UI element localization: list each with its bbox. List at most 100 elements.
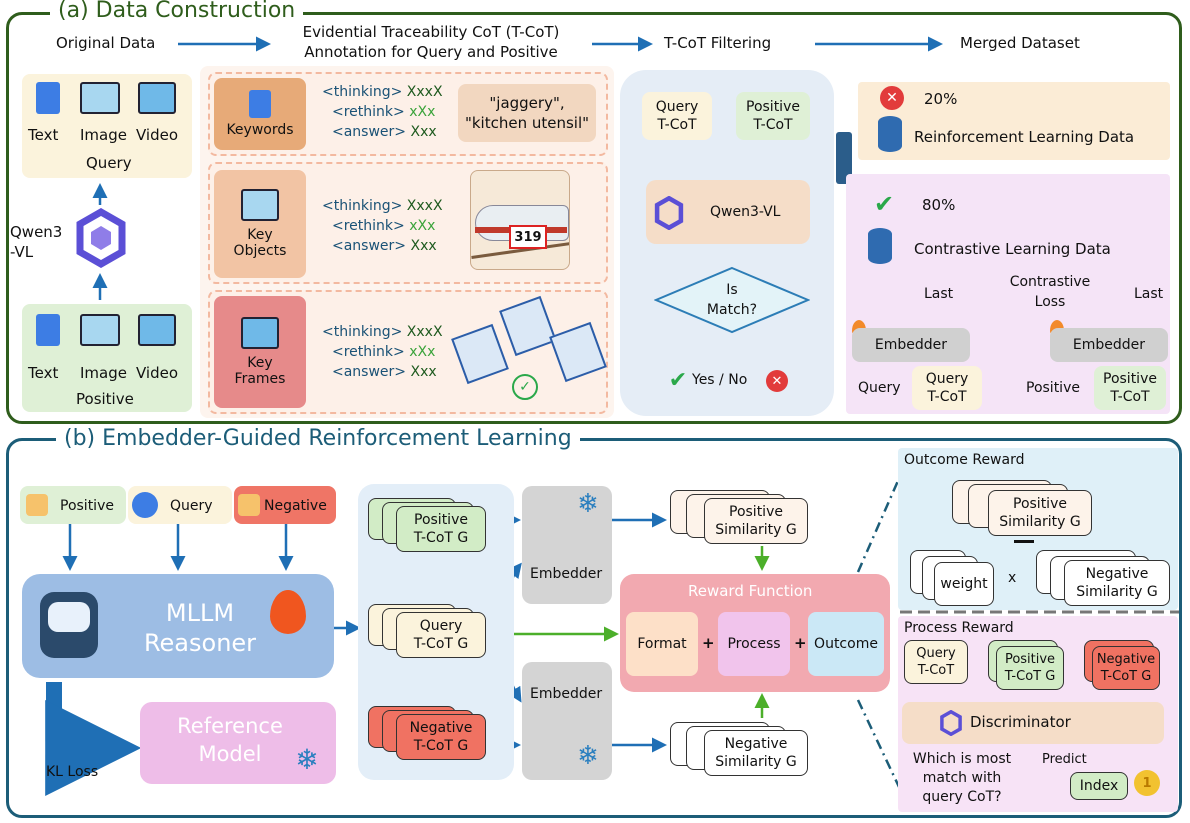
cl-query-line2: T-CoT <box>927 389 967 405</box>
cl-positive-line1: Positive <box>1103 371 1157 387</box>
keywords-example-box: "jaggery", "kitchen utensil" <box>458 84 596 142</box>
value-rethink: xXx <box>409 104 436 120</box>
keywords-doc-icon <box>249 90 271 118</box>
decision-text: Is Match? <box>680 280 784 320</box>
tag-rethink: <rethink> <box>332 218 405 234</box>
outcome-title: Outcome Reward <box>904 452 1025 468</box>
green-check-icon: ✔ <box>668 367 688 393</box>
reward-title: Reward Function <box>688 582 813 600</box>
reference-model <box>140 702 336 784</box>
reward-process: Process <box>718 612 790 676</box>
value-thinking: XxxX <box>406 324 443 340</box>
positive-text-label: Text <box>28 364 59 382</box>
key-frames-label-line1: Key <box>247 355 273 371</box>
query-box-label: Query <box>86 154 132 172</box>
input-query-label: Query <box>170 498 213 514</box>
value-thinking: XxxX <box>406 84 443 100</box>
qwen-label-line1: Qwen3 <box>10 223 63 241</box>
tag-answer: <answer> <box>332 364 407 380</box>
process-query-line1: Query <box>916 646 956 661</box>
tag-thinking: <thinking> <box>322 324 403 340</box>
stage-annotation-line2: Annotation for Query and Positive <box>304 43 558 61</box>
filter-result: Yes / No <box>692 372 748 388</box>
video-clapper-icon <box>138 82 176 114</box>
neg-sim-line2: Similarity G <box>715 754 797 770</box>
query-tcot-line2: T-CoT G <box>413 636 469 652</box>
key-objects-image-icon <box>241 189 279 221</box>
value-answer: Xxx <box>410 364 437 380</box>
times-sign: x <box>1008 570 1017 586</box>
process-question-line3: query CoT? <box>922 789 1002 805</box>
thumbs-down-icon <box>238 494 260 516</box>
minus-sign <box>1014 540 1034 543</box>
negative-tcot-card: Negative T-CoT G <box>396 714 486 760</box>
last-left: Last <box>924 286 954 302</box>
cl-query-label: Query <box>858 380 901 396</box>
key-frames-label-box: Key Frames <box>214 296 306 408</box>
key-frames-cot: <thinking> XxxX <rethink> xXx <answer> X… <box>322 322 443 382</box>
qwen-logo-icon <box>940 710 962 736</box>
decision-line1: Is <box>726 282 738 298</box>
query-data-box: Text Image Video Query <box>22 74 192 178</box>
plus-sign: + <box>702 634 715 652</box>
embedder-right: Embedder <box>1050 328 1168 362</box>
mllm-line1: MLLM <box>165 599 235 627</box>
negative-similarity: Negative Similarity G <box>704 730 808 776</box>
text-doc-icon <box>36 314 60 346</box>
rl-label: Reinforcement Learning Data <box>914 128 1135 146</box>
mllm-title: MLLM Reasoner <box>130 598 270 658</box>
key-frames-clapper-icon <box>241 317 279 349</box>
value-rethink: xXx <box>409 344 436 360</box>
pos-sim-line2: Similarity G <box>715 522 797 538</box>
tag-answer: <answer> <box>332 238 407 254</box>
tag-rethink: <rethink> <box>332 344 405 360</box>
process-neg-line1: Negative <box>1096 652 1156 667</box>
value-answer: Xxx <box>410 238 437 254</box>
database-icon <box>878 116 902 152</box>
contrastive-loss: Contrastive Loss <box>998 272 1102 312</box>
reference-line1: Reference <box>177 714 283 738</box>
positive-video-label: Video <box>136 364 179 382</box>
process-neg-line2: T-CoT G <box>1100 669 1152 684</box>
input-negative-label: Negative <box>264 498 327 514</box>
filter-positive-tcot: Positive T-CoT <box>736 92 810 140</box>
process-query-line2: T-CoT <box>917 663 955 678</box>
train-number: 319 <box>509 225 547 249</box>
decision-line2: Match? <box>706 302 758 318</box>
snowflake-icon: ❄ <box>295 742 319 776</box>
cl-query-tcot: Query T-CoT <box>912 366 982 410</box>
process-question: Which is most match with query CoT? <box>900 750 1024 807</box>
filter-query-line1: Query <box>655 99 699 115</box>
query-tcot-card: Query T-CoT G <box>396 612 486 658</box>
medal-icon: 1 <box>1134 770 1160 796</box>
process-question-line2: match with <box>922 770 1002 786</box>
mllm-line2: Reasoner <box>143 629 257 657</box>
contrastive-loss-line2: Loss <box>1034 294 1066 310</box>
rl-percent: 20% <box>924 90 958 108</box>
cl-positive-line2: T-CoT <box>1110 389 1150 405</box>
cl-label: Contrastive Learning Data <box>914 240 1111 258</box>
positive-tcot-line2: T-CoT G <box>413 530 469 546</box>
query-text-label: Text <box>28 126 59 144</box>
green-check-icon: ✔ <box>873 190 895 218</box>
plus-sign: + <box>794 634 807 652</box>
positive-image-label: Image <box>80 364 127 382</box>
stage-tcot-filtering: T-CoT Filtering <box>664 34 772 52</box>
last-right: Last <box>1134 286 1164 302</box>
process-pos-line2: T-CoT G <box>1004 669 1056 684</box>
stage-merged-dataset: Merged Dataset <box>960 34 1080 52</box>
predict-label: Predict <box>1042 752 1087 767</box>
embedder-left: Embedder <box>852 328 970 362</box>
keywords-example-line2: "kitchen utensil" <box>464 114 590 132</box>
qwen-label: Qwen3 -VL <box>10 222 62 262</box>
key-frames-label-line2: Frames <box>234 371 286 387</box>
input-positive-label: Positive <box>60 498 114 514</box>
rl-data-band <box>858 82 1170 160</box>
rl-section <box>6 438 1182 818</box>
process-pos-line1: Positive <box>1004 652 1056 667</box>
train-image: 319 <box>470 170 570 270</box>
positive-data-box: Text Image Video Positive <box>22 304 192 412</box>
negative-tcot-line2: T-CoT G <box>413 738 469 754</box>
keywords-label-box: Keywords <box>214 78 306 150</box>
qwen-logo-icon <box>76 208 126 268</box>
